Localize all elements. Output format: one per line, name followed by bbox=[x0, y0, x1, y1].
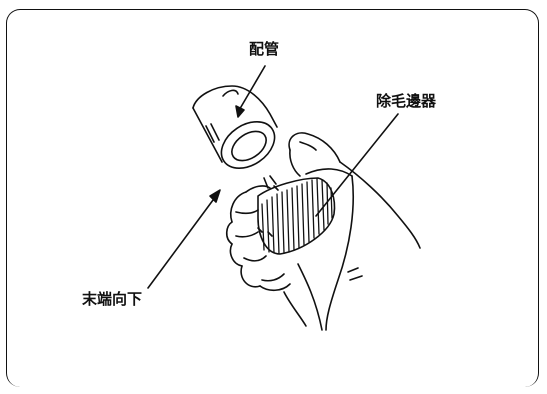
pipe-leader-arrowhead bbox=[235, 105, 245, 118]
diagram-frame bbox=[6, 9, 539, 387]
hand-drawing bbox=[225, 132, 421, 331]
end-down-arrowhead bbox=[209, 189, 221, 203]
pipe-leader-line bbox=[237, 65, 266, 113]
pipe-label: 配管 bbox=[249, 40, 280, 58]
deburrer-drawing bbox=[257, 177, 336, 255]
pipe-drawing bbox=[192, 85, 278, 169]
deburrer-label: 除毛邊器 bbox=[376, 92, 437, 110]
deburrer-leader-line bbox=[315, 113, 399, 217]
end-down-arrow-line bbox=[147, 195, 217, 289]
end-down-label: 末端向下 bbox=[82, 290, 143, 308]
